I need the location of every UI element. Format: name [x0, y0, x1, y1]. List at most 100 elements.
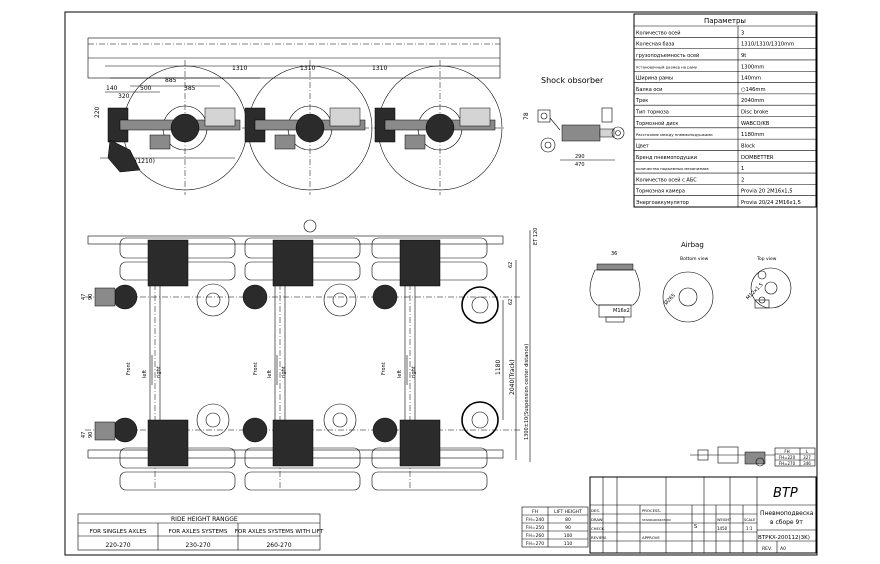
dim-470: 470: [575, 162, 585, 168]
draw-label: DRAW.: [591, 517, 603, 522]
dim-2040: 2040(Track): [509, 359, 516, 395]
lift-height: 110: [564, 541, 573, 547]
ride-height-title: RIDE HEIGHT RANGGE: [171, 516, 238, 523]
param-value: 2: [741, 177, 744, 183]
right-label-1: right: [156, 366, 162, 378]
title-block: BTP Пневмоподвеска в сборе 9т BTPKX-2001…: [589, 476, 817, 554]
param-name: грузоподъемность осей: [636, 52, 699, 59]
dim-220: 220: [94, 106, 101, 118]
param-value: Provia 20/24 2M16x1,5: [741, 200, 801, 206]
ride-value: 230-270: [185, 542, 210, 549]
dim-m12: M12x1.5: [745, 282, 765, 302]
ride-header: FOR AXLES SYSTEMS: [169, 529, 228, 535]
param-name: Тормозная камера: [635, 189, 685, 195]
param-value: 1: [741, 166, 744, 172]
dim-62-b: 62: [508, 299, 514, 305]
param-value: DOMBETTER: [741, 155, 774, 161]
param-name: Трек: [635, 98, 648, 104]
approve-label: APPROVE: [642, 535, 660, 540]
check-label: CHECK.: [591, 526, 605, 531]
dim-90-a: 90: [88, 294, 94, 300]
dim-78: 78: [523, 112, 530, 120]
param-name: Количество осей: [636, 29, 680, 36]
dim-500: 500: [140, 85, 152, 92]
sheet-border: [64, 11, 818, 556]
side-view: 1310 1310 1310 885 500 385 140 320 220 (…: [87, 37, 505, 195]
airbag-detail: Airbag Bottom view Top view 36 M16x2 Ø26…: [589, 241, 792, 323]
param-name: Энергоаккумулятор: [636, 200, 689, 206]
brand-logo: BTP: [773, 486, 798, 501]
fhl-header-fh: FH: [784, 449, 789, 454]
left-label-1: left: [142, 370, 148, 378]
param-value: 1300mm: [741, 64, 764, 70]
plan-view: Front left right Front left right Front …: [81, 219, 539, 491]
fhl-fh: FH=220: [779, 455, 796, 460]
drawing-name-2: в сборе 9т: [770, 519, 803, 526]
weight-value: 1450: [717, 526, 728, 531]
scale-header: SCALE: [744, 518, 755, 522]
direction-marks: Front left right Front left right Front …: [126, 355, 417, 385]
ride-header: FOR AXLES SYSTEMS WITH LIFT: [235, 529, 324, 535]
parameters-title: Параметры: [704, 17, 746, 25]
rev-value: A0: [780, 546, 786, 552]
dim-1210: (1210): [135, 158, 155, 165]
right-label-3: right: [411, 366, 417, 378]
top-view-label: Top view: [756, 256, 777, 262]
drawing-code: BTPKX-200112(3K): [758, 535, 810, 541]
param-value: 9t: [741, 53, 746, 59]
lift-fh: FH=270: [526, 541, 544, 547]
dim-62-a: 62: [508, 262, 514, 268]
param-value: 1310/1310/1310mm: [741, 42, 794, 48]
param-name: Установочный размер на раму: [636, 64, 698, 69]
right-label-2: right: [281, 366, 287, 378]
lift-height: 80: [565, 517, 571, 523]
param-name: Тормозной диск: [635, 120, 678, 127]
front-label-1: Front: [126, 362, 132, 375]
dim-385: 385: [184, 85, 196, 92]
dim-47-a: 47: [81, 294, 87, 300]
param-name: Балка оси: [636, 87, 662, 93]
dim-1180: 1180: [495, 360, 502, 375]
param-value: ○146mm: [741, 87, 766, 93]
process-label: PROCESS.: [642, 508, 661, 513]
ride-value: 220-270: [105, 542, 130, 549]
param-value: 3: [741, 30, 744, 36]
shock-absorber-view: Shock obsorber 78 290 470: [523, 76, 625, 168]
param-value: Provia 20 2M16x1,5: [741, 189, 793, 195]
fhl-l: 346: [803, 461, 811, 466]
dim-m16: M16x2: [613, 308, 630, 314]
weight-header: WEIGHT: [717, 518, 732, 522]
dim-265: Ø265: [662, 292, 676, 306]
dim-140: 140: [106, 85, 118, 92]
param-value: Block: [741, 143, 755, 149]
lift-fh: FH=240: [526, 517, 544, 523]
bottom-view-label: Bottom view: [680, 256, 709, 262]
lift-fh: FH=250: [526, 525, 544, 531]
param-value: 140mm: [741, 76, 761, 82]
dim-36: 36: [611, 251, 617, 257]
lift-header-height: LIFT HEIGHT: [554, 509, 582, 515]
param-name: Бренд пневмоподушки: [636, 155, 697, 161]
dim-1310-c: 1310: [372, 65, 387, 72]
dim-90-b: 90: [88, 432, 94, 438]
lift-height: 90: [565, 525, 571, 531]
lift-height: 100: [564, 533, 573, 539]
fhl-fh: FH=270: [779, 461, 796, 466]
param-name: Ширина рамы: [636, 76, 673, 82]
clamp-detail: [690, 446, 775, 467]
ride-header: FOR SINGLES AXLES: [90, 529, 147, 535]
fhl-header-l: L: [806, 449, 809, 454]
review-label: REVIEW.: [591, 535, 607, 540]
param-name: Цвет: [636, 143, 649, 149]
front-label-3: Front: [381, 362, 387, 375]
shock-absorber-label: Shock obsorber: [541, 76, 604, 85]
param-name: Количество осей с АБС: [636, 176, 697, 183]
param-name: Колесная база: [636, 42, 674, 48]
lift-fh: FH=260: [526, 533, 544, 539]
dim-47-b: 47: [81, 432, 87, 438]
param-value: Disc broke: [741, 110, 768, 116]
